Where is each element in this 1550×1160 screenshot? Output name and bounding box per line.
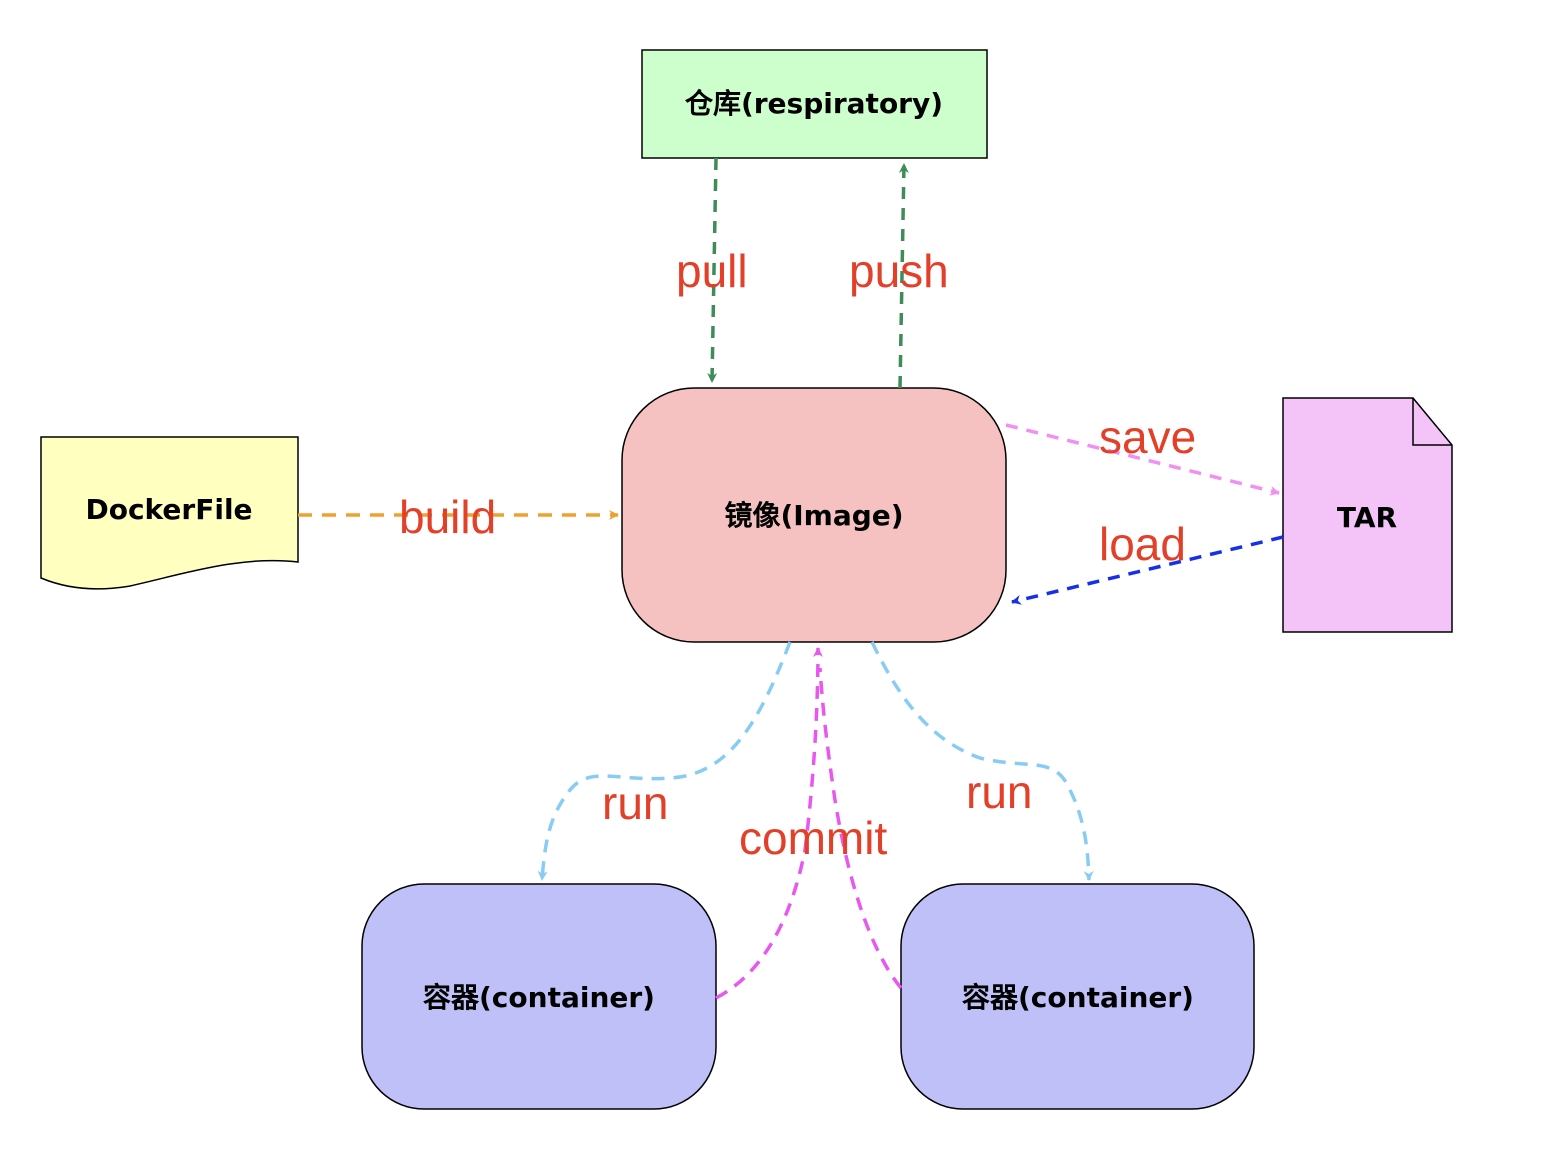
dockerfile-label: DockerFile bbox=[85, 493, 252, 526]
container-right-label: 容器(container) bbox=[962, 981, 1194, 1014]
run-right-label: run bbox=[966, 766, 1032, 818]
image-box bbox=[621, 387, 1007, 643]
commit-left-edge bbox=[715, 647, 823, 1000]
tar-file-fold bbox=[1412, 398, 1452, 446]
push-label: push bbox=[849, 245, 949, 297]
load-label: load bbox=[1099, 518, 1186, 570]
pull-edge bbox=[707, 157, 718, 383]
run-right-edge bbox=[870, 641, 1094, 881]
image-node: 镜像(Image) bbox=[621, 387, 1007, 643]
commit-right-edge bbox=[818, 667, 903, 990]
image-label: 镜像(Image) bbox=[724, 499, 903, 532]
container-right-node: 容器(container) bbox=[900, 883, 1255, 1110]
repository-label: 仓库(respiratory) bbox=[685, 87, 943, 120]
container-right-box bbox=[900, 883, 1255, 1110]
tar-label: TAR bbox=[1337, 501, 1397, 534]
commit-label: commit bbox=[739, 812, 887, 864]
push-edge bbox=[898, 163, 909, 389]
container-left-node: 容器(container) bbox=[361, 883, 717, 1110]
pull-label: pull bbox=[676, 245, 748, 297]
load-edge bbox=[1011, 535, 1284, 605]
dockerfile-document-shape bbox=[40, 436, 299, 590]
run-left-edge bbox=[537, 641, 792, 881]
dockerfile-node: DockerFile bbox=[40, 436, 299, 590]
save-edge bbox=[1005, 423, 1280, 496]
repository-node: 仓库(respiratory) bbox=[641, 49, 988, 159]
tar-node: TAR bbox=[1282, 397, 1453, 633]
save-label: save bbox=[1099, 411, 1196, 463]
repository-box bbox=[641, 49, 988, 159]
run-left-label: run bbox=[602, 777, 668, 829]
build-label: build bbox=[399, 491, 496, 543]
container-left-label: 容器(container) bbox=[423, 981, 655, 1014]
tar-file-shape bbox=[1282, 397, 1453, 633]
